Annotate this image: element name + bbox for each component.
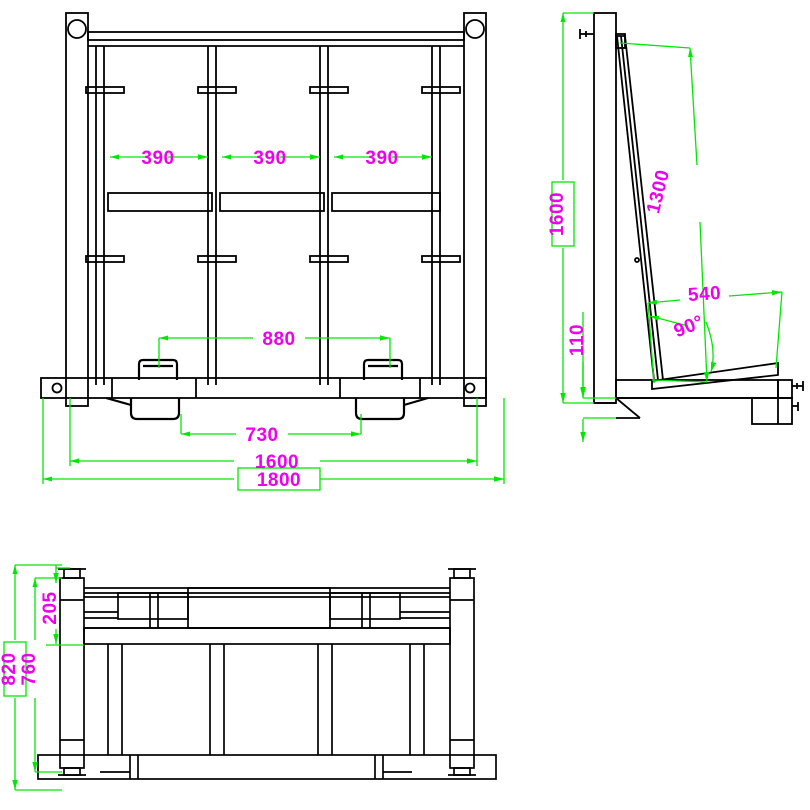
side-110-dimension-group xyxy=(580,312,616,442)
plan-inner-posts xyxy=(107,644,425,755)
plan-view-dimensions xyxy=(3,564,84,791)
side-dim-540: 540 xyxy=(687,283,722,306)
front-dim-1600: 1600 xyxy=(255,452,299,473)
front-top-rail xyxy=(87,31,465,47)
front-dim-390-1: 390 xyxy=(141,148,174,169)
side-right-foot-block xyxy=(751,397,799,425)
plan-dim-760: 760 xyxy=(19,652,40,685)
plan-820-dimension-group xyxy=(3,564,62,791)
front-upper-cross-tabs xyxy=(85,86,461,94)
plan-right-post xyxy=(448,568,476,776)
front-left-fork-pocket xyxy=(105,358,181,421)
front-1800-dimension-group xyxy=(42,398,505,491)
front-slat-post-3 xyxy=(319,46,329,385)
front-dim-390-2: 390 xyxy=(253,148,286,169)
front-middle-beam xyxy=(107,192,441,212)
side-dim-90deg: 90° xyxy=(671,312,707,343)
front-dim-730: 730 xyxy=(245,425,278,446)
side-1300-dimension-group xyxy=(619,42,710,383)
front-base-rail xyxy=(40,377,487,399)
front-elevation-view xyxy=(40,12,487,421)
plan-left-post xyxy=(58,568,86,776)
front-view-dimensions xyxy=(42,154,505,491)
side-inclined-deck xyxy=(651,361,779,391)
front-dim-880: 880 xyxy=(262,329,295,350)
side-left-gusset xyxy=(615,397,641,419)
side-dim-1600: 1600 xyxy=(547,192,568,236)
front-1600-dimension-group xyxy=(69,398,478,466)
plan-205-dimension-group xyxy=(46,565,84,646)
side-1600-dimension-group xyxy=(551,12,594,404)
plan-base-rail xyxy=(37,754,497,780)
side-90deg-dimension-group xyxy=(649,315,717,373)
side-dim-110: 110 xyxy=(567,324,588,356)
plan-top-deck xyxy=(83,587,451,645)
front-880-dimension-group xyxy=(158,335,391,368)
front-730-dimension-group xyxy=(180,414,362,437)
plan-view xyxy=(37,568,497,780)
front-left-corner-post xyxy=(65,12,89,407)
front-dim-390-3: 390 xyxy=(365,148,398,169)
front-dim-1800: 1800 xyxy=(257,470,301,491)
front-right-fork-pocket xyxy=(354,358,429,421)
front-right-corner-post xyxy=(463,12,487,407)
front-slat-post-4 xyxy=(431,46,441,385)
plan-dim-820: 820 xyxy=(0,652,20,685)
front-slat-post-2 xyxy=(207,46,217,385)
front-slat-post-1 xyxy=(95,46,105,385)
side-dim-1300: 1300 xyxy=(643,168,674,216)
side-view-dimensions xyxy=(551,12,783,442)
side-540-dimension-group xyxy=(647,290,783,384)
plan-dim-205: 205 xyxy=(40,591,61,624)
front-lower-cross-tabs xyxy=(85,255,461,263)
